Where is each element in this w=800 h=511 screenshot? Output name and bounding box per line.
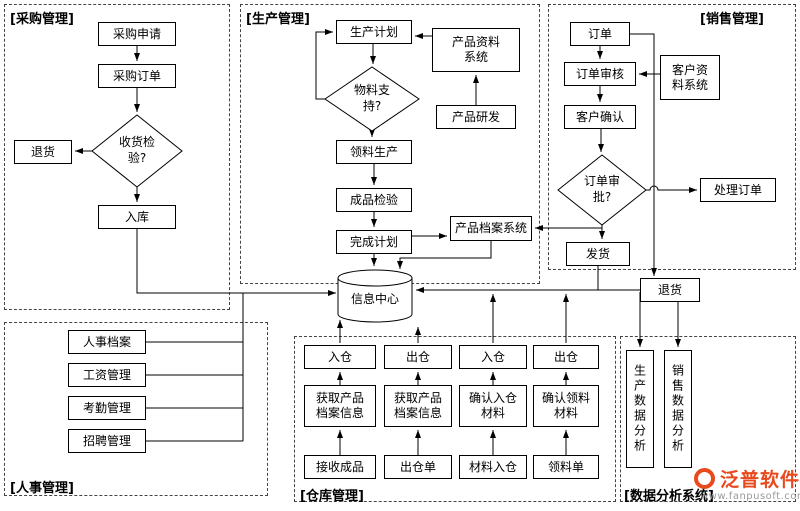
node-wh-out-1: 出仓	[384, 345, 452, 369]
order-approval-label: 订单审批?	[583, 174, 620, 204]
order-approval-diamond	[557, 154, 647, 226]
material-support-label: 物料支持?	[353, 83, 390, 113]
production-section-label: [生产管理]	[246, 12, 310, 27]
receive-check-label: 收货检验?	[118, 135, 155, 165]
fanpu-logo-url: www.fanpusoft.com	[700, 491, 800, 502]
node-production-analysis: 生产数据分析	[626, 350, 654, 468]
node-wh-out-2: 出仓	[533, 345, 599, 369]
section-sales	[548, 4, 796, 270]
section-hr	[4, 322, 268, 496]
section-purchase	[4, 4, 230, 310]
node-product-data-system: 产品资料系统	[432, 28, 520, 72]
section-analysis	[620, 336, 796, 502]
node-sales-return: 退货	[640, 278, 700, 302]
info-center-label: 信息中心	[350, 292, 399, 306]
fanpu-logo-icon	[694, 468, 715, 489]
fanpu-logo-text: 泛普软件	[720, 469, 800, 491]
node-stock-in: 入库	[98, 205, 176, 229]
node-customer-data-system: 客户资料系统	[660, 55, 720, 100]
info-center-cylinder	[337, 269, 413, 323]
node-salary: 工资管理	[68, 363, 146, 387]
node-customer-confirm: 客户确认	[564, 105, 636, 129]
node-attendance: 考勤管理	[68, 396, 146, 420]
node-product-rd: 产品研发	[436, 105, 516, 129]
node-material-in: 材料入仓	[459, 455, 527, 479]
node-sales-analysis: 销售数据分析	[664, 350, 692, 468]
node-confirm-in-material: 确认入仓材料	[459, 385, 527, 427]
node-confirm-pick-material: 确认领料材料	[533, 385, 599, 427]
section-warehouse	[294, 336, 616, 502]
node-purchase-return: 退货	[14, 140, 72, 164]
node-wh-in-2: 入仓	[459, 345, 527, 369]
analysis-section-label: [数据分析系统]	[624, 489, 714, 504]
warehouse-section-label: [仓库管理]	[300, 489, 364, 504]
node-finished-check: 成品检验	[336, 188, 412, 212]
node-recruit: 招聘管理	[68, 429, 146, 453]
node-hr-file: 人事档案	[68, 330, 146, 354]
node-order-review: 订单审核	[564, 62, 636, 86]
material-support-diamond	[324, 66, 420, 132]
node-out-order: 出仓单	[384, 455, 452, 479]
node-material-production: 领料生产	[336, 140, 412, 164]
sales-section-label: [销售管理]	[700, 12, 764, 27]
node-process-order: 处理订单	[700, 178, 776, 202]
node-production-plan: 生产计划	[336, 20, 412, 44]
node-ship: 发货	[566, 242, 630, 266]
node-pick-order: 领料单	[533, 455, 599, 479]
node-purchase-request: 采购申请	[98, 22, 176, 46]
node-receive-finished: 接收成品	[304, 455, 376, 479]
node-wh-in-1: 入仓	[304, 345, 376, 369]
purchase-section-label: [采购管理]	[10, 12, 74, 27]
hr-section-label: [人事管理]	[10, 481, 74, 496]
node-get-archive-1: 获取产品档案信息	[304, 385, 376, 427]
node-complete-plan: 完成计划	[336, 230, 412, 254]
node-product-archive-system: 产品档案系统	[450, 216, 532, 241]
node-purchase-order: 采购订单	[98, 64, 176, 88]
receive-check-diamond	[91, 114, 183, 188]
node-order: 订单	[570, 22, 630, 46]
node-get-archive-2: 获取产品档案信息	[384, 385, 452, 427]
fanpu-logo: 泛普软件	[694, 465, 800, 492]
